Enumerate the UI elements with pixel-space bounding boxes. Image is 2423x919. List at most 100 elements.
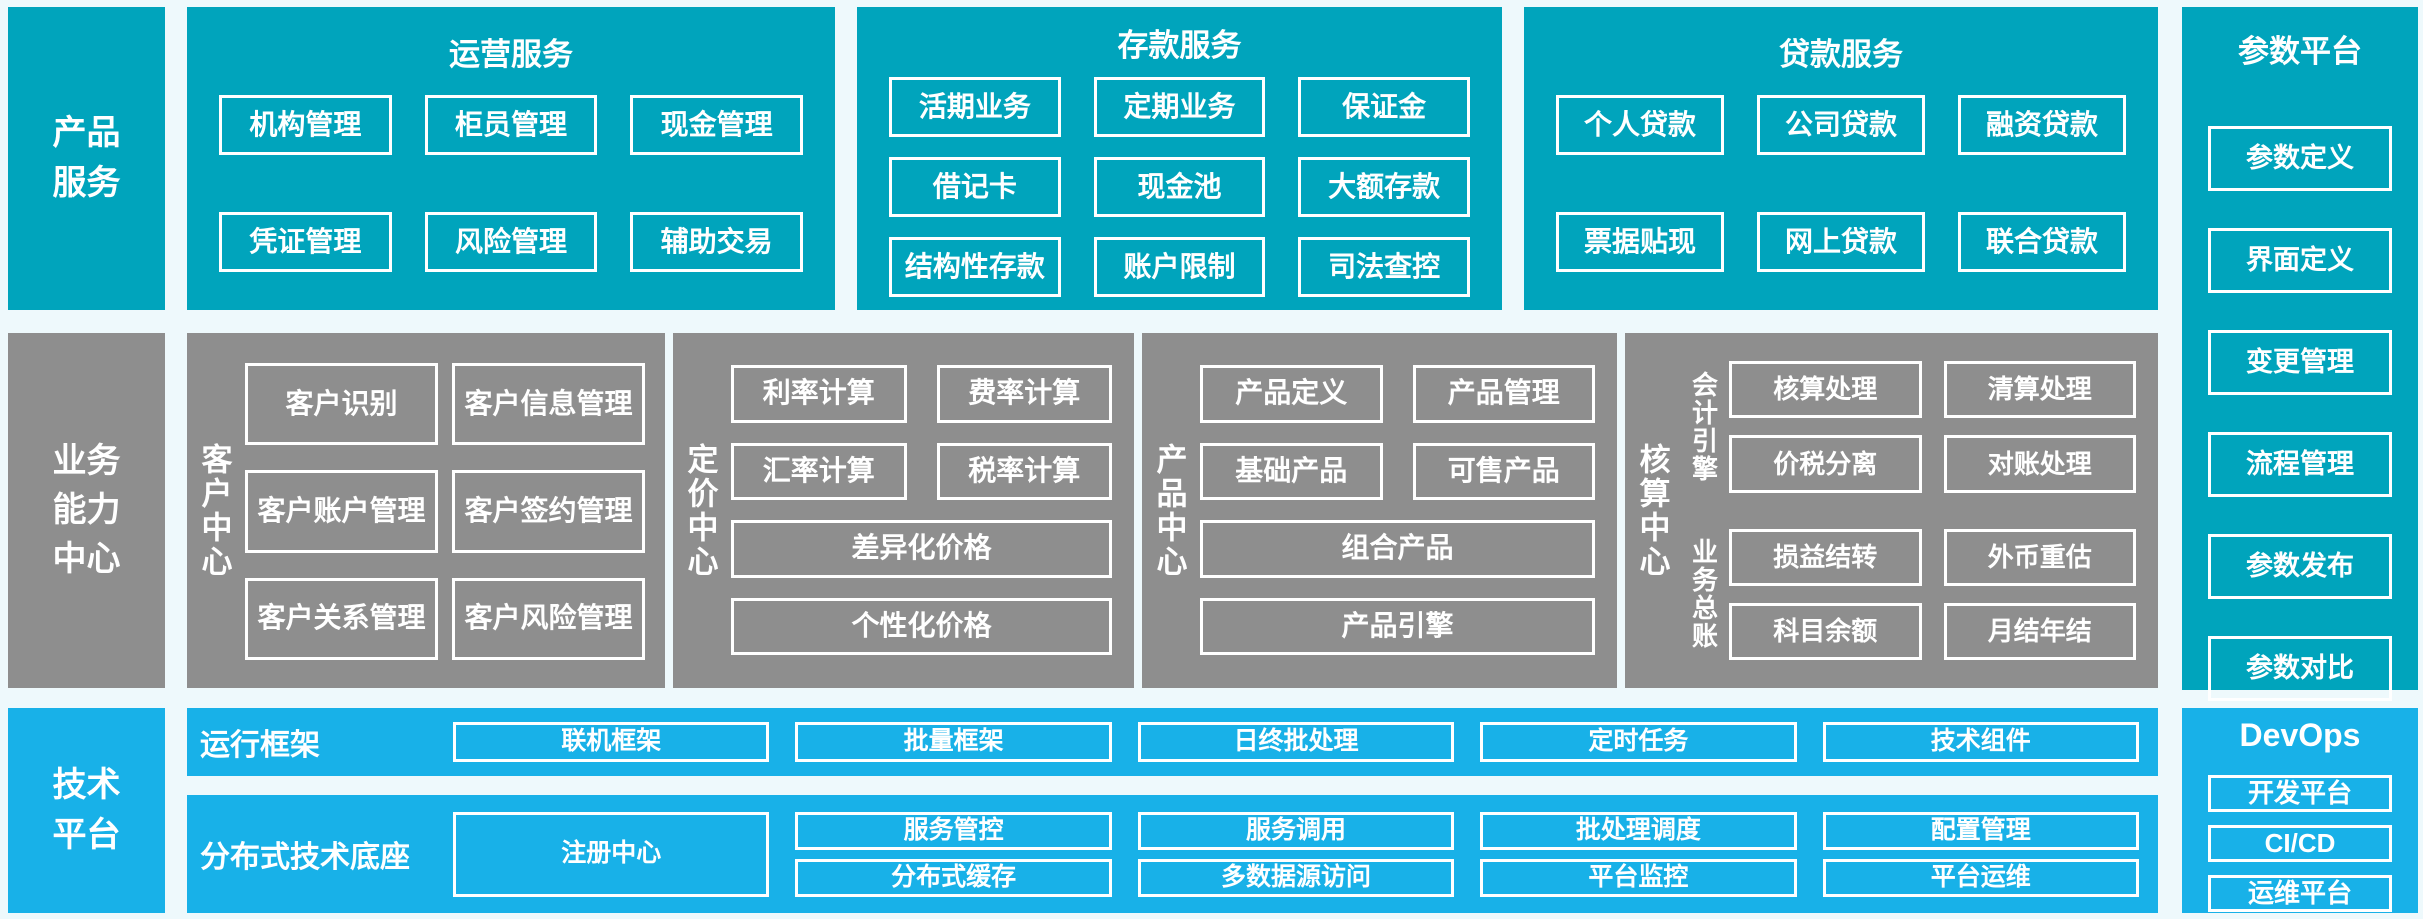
devops-title: DevOps	[2239, 716, 2361, 753]
module-box: 核算处理	[1729, 361, 1922, 419]
customer-center-grid: 客户识别 客户信息管理 客户账户管理 客户签约管理 客户关系管理 客户风险管理	[241, 333, 665, 688]
module-box: 定时任务	[1480, 722, 1797, 762]
pricing-center-title: 定价中心	[682, 442, 718, 579]
accounting-center-title: 核算中心	[1634, 442, 1670, 579]
module-box: 保证金	[1298, 77, 1470, 137]
module-box: 辅助交易	[630, 212, 803, 272]
operations-services-section: 运营服务 机构管理 柜员管理 现金管理 凭证管理 风险管理 辅助交易	[187, 7, 835, 310]
module-box: 定期业务	[1093, 77, 1266, 137]
module-box: 基础产品	[1200, 442, 1383, 500]
module-box: 现金管理	[630, 95, 803, 155]
customer-center-section: 客户中心 客户识别 客户信息管理 客户账户管理 客户签约管理 客户关系管理 客户…	[187, 333, 665, 688]
module-box: 批处理调度	[1480, 811, 1797, 850]
loan-services-grid: 个人贷款 公司贷款 融资贷款 票据贴现 网上贷款 联合贷款	[1556, 95, 2126, 272]
module-box: 差异化价格	[731, 520, 1112, 578]
runtime-framework-label: 运行框架	[200, 729, 320, 762]
module-box: 界面定义	[2208, 228, 2392, 293]
module-box: 价税分离	[1729, 435, 1922, 493]
module-box: 多数据源访问	[1137, 858, 1455, 897]
product-services-sidebar-label: 产品服务	[52, 114, 121, 202]
module-box: 科目余额	[1729, 602, 1922, 660]
module-box: 大额存款	[1298, 157, 1470, 217]
module-box: 现金池	[1093, 157, 1266, 217]
business-ledger-grid: 损益结转 外币重估 科目余额 月结年结	[1729, 528, 2136, 660]
accounting-engine-group: 会计引擎 核算处理 清算处理 价税分离 对账处理	[1679, 361, 2136, 493]
module-box: 参数对比	[2208, 636, 2392, 701]
business-ledger-group: 业务总账 损益结转 外币重估 科目余额 月结年结	[1679, 528, 2136, 660]
module-box: 票据贴现	[1556, 212, 1724, 272]
module-box: 费率计算	[936, 365, 1112, 423]
module-box: 借记卡	[889, 157, 1061, 217]
module-box: 联合贷款	[1958, 212, 2126, 272]
accounting-center-body: 会计引擎 核算处理 清算处理 价税分离 对账处理 业务总账 损益结转 外币重估 …	[1679, 333, 2158, 688]
module-box: 技术组件	[1822, 722, 2139, 762]
module-box: 风险管理	[424, 212, 598, 272]
module-box: 账户限制	[1093, 237, 1266, 297]
module-box: 注册中心	[453, 811, 770, 897]
module-box: 客户签约管理	[452, 470, 645, 553]
module-box: 公司贷款	[1757, 95, 1925, 155]
distributed-base-grid: 注册中心 服务管控 服务调用 批处理调度 配置管理 分布式缓存 多数据源访问 平…	[453, 811, 2139, 897]
product-services-sidebar: 产品服务	[8, 7, 165, 310]
accounting-engine-label: 会计引擎	[1688, 370, 1719, 483]
module-box: 可售产品	[1412, 442, 1595, 500]
customer-center-title: 客户中心	[196, 442, 232, 579]
module-box: 联机框架	[453, 722, 770, 762]
module-box: 运维平台	[2208, 875, 2392, 912]
parameter-platform-panel: 参数平台 参数定义 界面定义 变更管理 流程管理 参数发布 参数对比	[2182, 7, 2418, 701]
runtime-framework-bar: 运行框架 联机框架 批量框架 日终批处理 定时任务 技术组件	[187, 708, 2158, 776]
module-box: 损益结转	[1729, 528, 1922, 586]
deposit-services-title: 存款服务	[1117, 27, 1242, 63]
module-box: 平台运维	[1822, 858, 2139, 897]
module-box: 对账处理	[1943, 435, 2136, 493]
module-box: 利率计算	[731, 365, 907, 423]
module-box: 结构性存款	[889, 237, 1061, 297]
module-box: 清算处理	[1943, 361, 2136, 419]
module-box: 司法查控	[1298, 237, 1470, 297]
module-box: 开发平台	[2208, 775, 2392, 812]
module-box: 客户关系管理	[245, 577, 438, 660]
product-center-grid: 产品定义 产品管理 基础产品 可售产品 组合产品 产品引擎	[1196, 333, 1617, 688]
business-capability-sidebar: 业务能力中心	[8, 333, 165, 688]
devops-panel: DevOps 开发平台 CI/CD 运维平台	[2182, 708, 2418, 913]
module-box: 服务调用	[1137, 811, 1455, 850]
module-box: 客户账户管理	[245, 470, 438, 553]
module-box: 活期业务	[889, 77, 1061, 137]
module-box: 服务管控	[795, 811, 1112, 850]
business-ledger-label: 业务总账	[1688, 538, 1719, 651]
module-box: 税率计算	[936, 442, 1112, 500]
deposit-services-grid: 活期业务 定期业务 保证金 借记卡 现金池 大额存款 结构性存款 账户限制 司法…	[889, 77, 1470, 297]
business-capability-sidebar-label: 业务能力中心	[52, 441, 121, 579]
module-box: 配置管理	[1822, 811, 2139, 850]
accounting-engine-grid: 核算处理 清算处理 价税分离 对账处理	[1729, 361, 2136, 493]
module-box: 个人贷款	[1556, 95, 1724, 155]
module-box: 变更管理	[2208, 330, 2392, 395]
module-box: 汇率计算	[731, 442, 907, 500]
module-box: 产品引擎	[1200, 597, 1595, 655]
module-box: 外币重估	[1943, 528, 2136, 586]
module-box: 客户风险管理	[452, 577, 645, 660]
module-box: 柜员管理	[424, 95, 598, 155]
module-box: 参数定义	[2208, 126, 2392, 191]
module-box: 凭证管理	[219, 212, 392, 272]
accounting-center-section: 核算中心 会计引擎 核算处理 清算处理 价税分离 对账处理 业务总账 损益结转 …	[1625, 333, 2158, 688]
module-box: 产品管理	[1412, 365, 1595, 423]
module-box: 日终批处理	[1137, 722, 1455, 762]
distributed-base-bar: 分布式技术底座 注册中心 服务管控 服务调用 批处理调度 配置管理 分布式缓存 …	[187, 795, 2158, 913]
module-box: 客户信息管理	[452, 363, 645, 446]
module-box: 批量框架	[795, 722, 1112, 762]
distributed-base-label: 分布式技术底座	[200, 841, 410, 874]
operations-services-title: 运营服务	[449, 36, 573, 72]
module-box: 参数发布	[2208, 534, 2392, 599]
runtime-framework-grid: 联机框架 批量框架 日终批处理 定时任务 技术组件	[453, 722, 2139, 762]
module-box: 个性化价格	[731, 597, 1112, 655]
module-box: 月结年结	[1943, 602, 2136, 660]
loan-services-title: 贷款服务	[1779, 36, 1903, 72]
module-box: 平台监控	[1480, 858, 1797, 897]
module-box: 机构管理	[219, 95, 392, 155]
pricing-center-grid: 利率计算 费率计算 汇率计算 税率计算 差异化价格 个性化价格	[727, 333, 1134, 688]
module-box: 组合产品	[1200, 520, 1595, 578]
deposit-services-section: 存款服务 活期业务 定期业务 保证金 借记卡 现金池 大额存款 结构性存款 账户…	[857, 7, 1502, 310]
module-box: 流程管理	[2208, 432, 2392, 497]
